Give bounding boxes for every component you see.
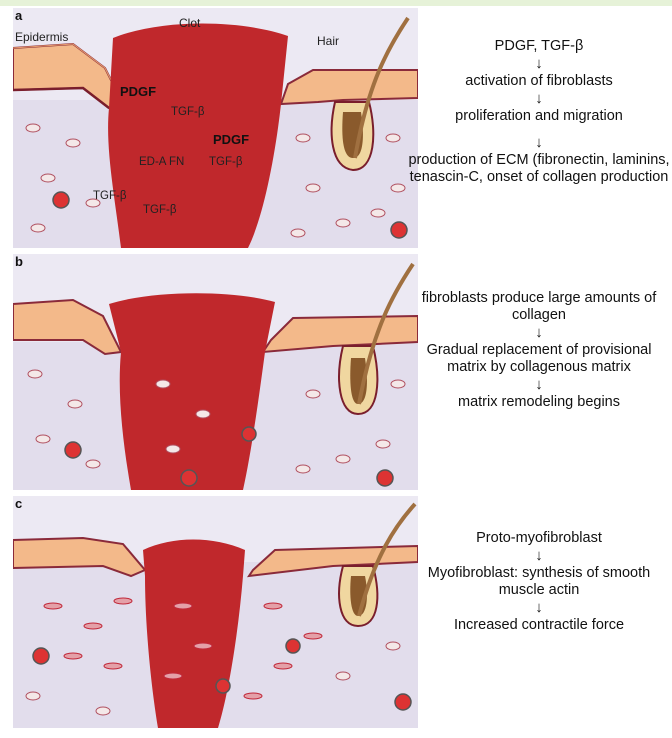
- step-text: Proto-myofibroblast: [408, 530, 670, 547]
- clot-annotation: Clot: [179, 16, 200, 30]
- panel-a-steps: PDGF, TGF-β ↓ activation of fibroblasts …: [408, 38, 670, 186]
- tgf-beta-label: TGF-β: [209, 156, 242, 168]
- tgf-beta-label: TGF-β: [93, 190, 126, 202]
- header-strip: [0, 0, 672, 6]
- panel-a: a Epidermis Clot Hair PDGF TGF-β PDGF ED…: [13, 8, 418, 248]
- pdgf-label: PDGF: [213, 132, 249, 147]
- panel-c-steps: Proto-myofibroblast ↓ Myofibroblast: syn…: [408, 530, 670, 634]
- ed-a-fn-label: ED-A FN: [139, 156, 184, 168]
- step-text: fibroblasts produce large amounts of col…: [408, 290, 670, 324]
- panel-b-steps: fibroblasts produce large amounts of col…: [408, 290, 670, 411]
- epidermis-annotation: Epidermis: [15, 30, 68, 44]
- panel-c: c: [13, 496, 418, 728]
- step-text: proliferation and migration: [408, 108, 670, 125]
- down-arrow-icon: ↓: [408, 135, 670, 150]
- tgf-beta-label: TGF-β: [143, 204, 176, 216]
- step-text: matrix remodeling begins: [408, 394, 670, 411]
- panel-a-illustration: [13, 8, 418, 248]
- down-arrow-icon: ↓: [408, 56, 670, 71]
- step-text: Increased contractile force: [408, 617, 670, 634]
- down-arrow-icon: ↓: [408, 548, 670, 563]
- panel-b-illustration: [13, 254, 418, 490]
- panel-b-label: b: [15, 254, 23, 269]
- panel-b: b: [13, 254, 418, 490]
- panel-c-illustration: [13, 496, 418, 728]
- down-arrow-icon: ↓: [408, 91, 670, 106]
- down-arrow-icon: ↓: [408, 600, 670, 615]
- step-text: Myofibroblast: synthesis of smooth muscl…: [408, 565, 670, 599]
- step-text: activation of fibroblasts: [408, 73, 670, 90]
- pdgf-label: PDGF: [120, 84, 156, 99]
- panel-a-label: a: [15, 8, 22, 23]
- step-text: Gradual replacement of provisional matri…: [408, 342, 670, 376]
- panel-c-label: c: [15, 496, 22, 511]
- step-text: production of ECM (fibronectin, laminins…: [408, 152, 670, 186]
- tgf-beta-label: TGF-β: [171, 106, 204, 118]
- down-arrow-icon: ↓: [408, 325, 670, 340]
- down-arrow-icon: ↓: [408, 377, 670, 392]
- step-text: PDGF, TGF-β: [408, 38, 670, 55]
- hair-annotation: Hair: [317, 34, 339, 48]
